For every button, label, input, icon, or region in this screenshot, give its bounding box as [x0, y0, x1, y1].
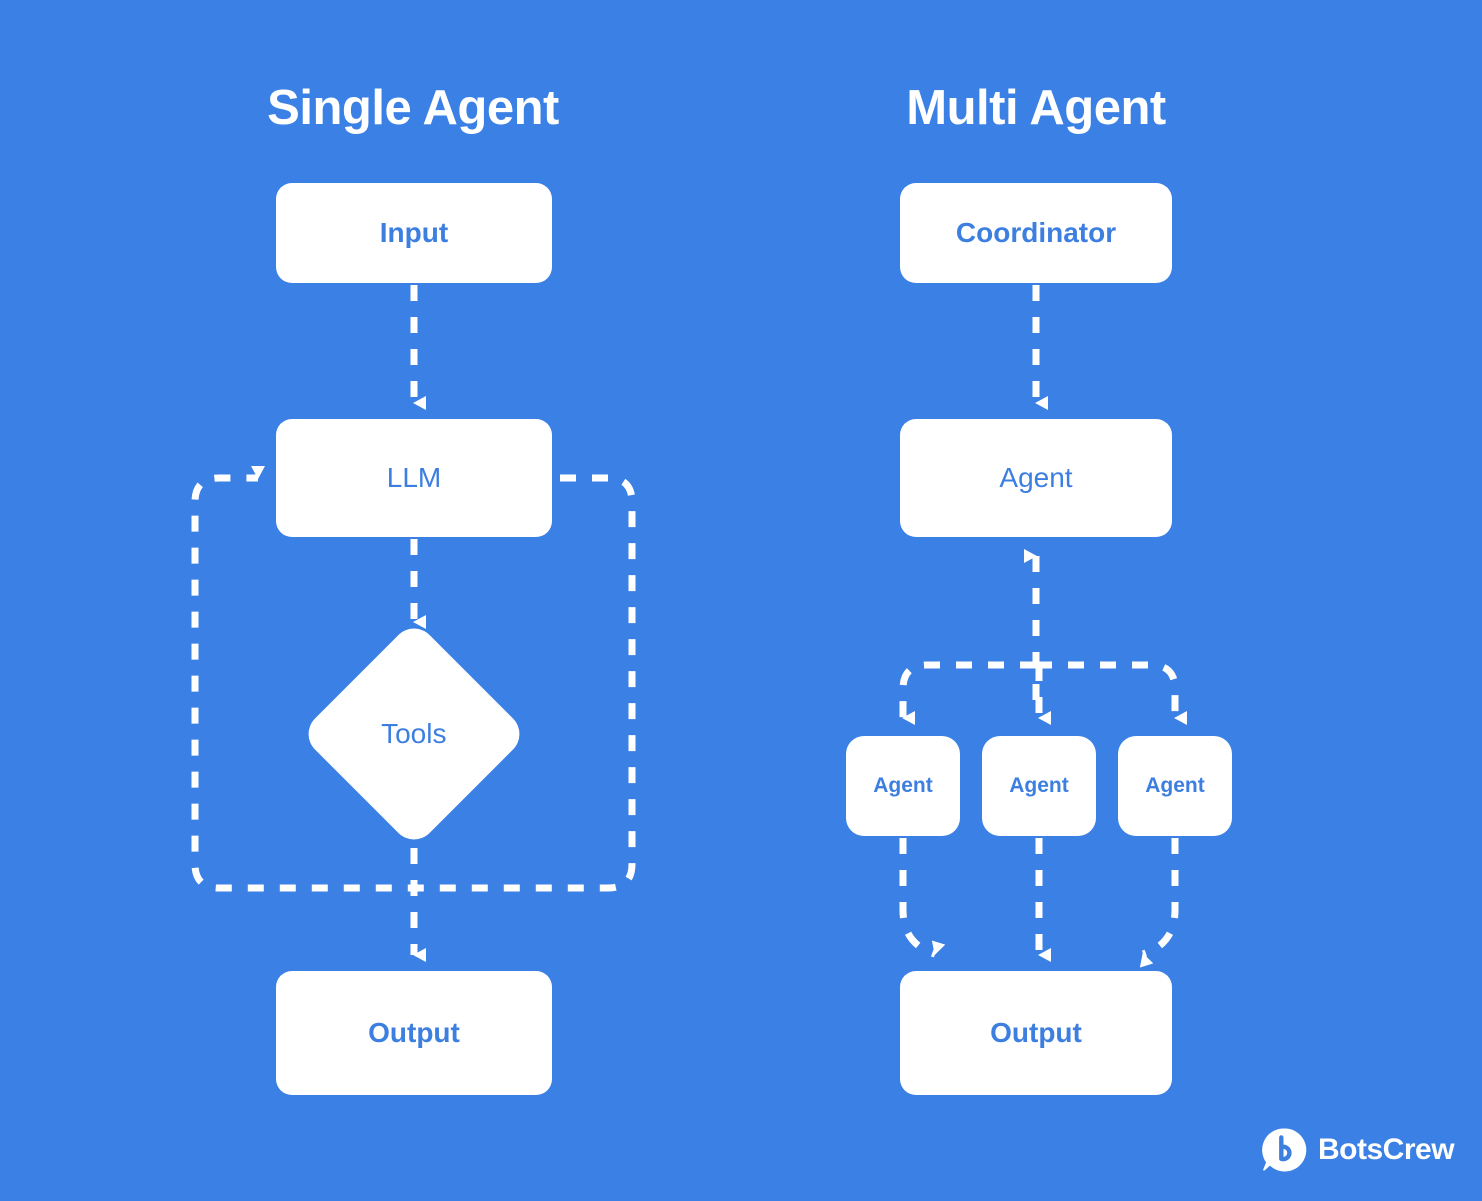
node-agent-worker-3[interactable]: Agent: [1118, 736, 1232, 836]
node-agent-main[interactable]: Agent: [900, 419, 1172, 537]
node-agent-worker-2[interactable]: Agent: [982, 736, 1096, 836]
edge-agent-to-agent-3: [1036, 661, 1187, 725]
node-input[interactable]: Input: [276, 183, 552, 283]
botscrew-logo: BotsCrew: [1262, 1127, 1455, 1173]
column-title-single-agent: Single Agent: [267, 81, 559, 135]
node-llm-label: LLM: [386, 462, 442, 493]
botscrew-speech-bubble-icon: [1262, 1127, 1308, 1173]
node-agent-worker-2-label: Agent: [1009, 774, 1069, 797]
edge-agent-1-to-output: [899, 838, 946, 958]
edge-agent-to-agent-1: [899, 661, 1036, 725]
node-tools-diamond[interactable]: Tools: [299, 619, 529, 849]
node-llm[interactable]: LLM: [276, 419, 552, 537]
node-output-multi-label: Output: [990, 1017, 1082, 1048]
node-output-single[interactable]: Output: [276, 971, 552, 1095]
node-input-label: Input: [379, 217, 449, 248]
botscrew-wordmark: BotsCrew: [1318, 1133, 1455, 1166]
node-tools-label: Tools: [381, 718, 447, 749]
node-agent-worker-1-label: Agent: [873, 774, 933, 797]
node-agent-worker-1[interactable]: Agent: [846, 736, 960, 836]
node-agent-worker-3-label: Agent: [1145, 774, 1205, 797]
node-coordinator-label: Coordinator: [955, 217, 1117, 248]
node-coordinator[interactable]: Coordinator: [900, 183, 1172, 283]
column-title-multi-agent: Multi Agent: [906, 81, 1166, 135]
node-output-single-label: Output: [368, 1017, 460, 1048]
edge-agent-3-to-output: [1139, 838, 1179, 968]
node-output-multi[interactable]: Output: [900, 971, 1172, 1095]
node-agent-main-label: Agent: [999, 462, 1073, 493]
